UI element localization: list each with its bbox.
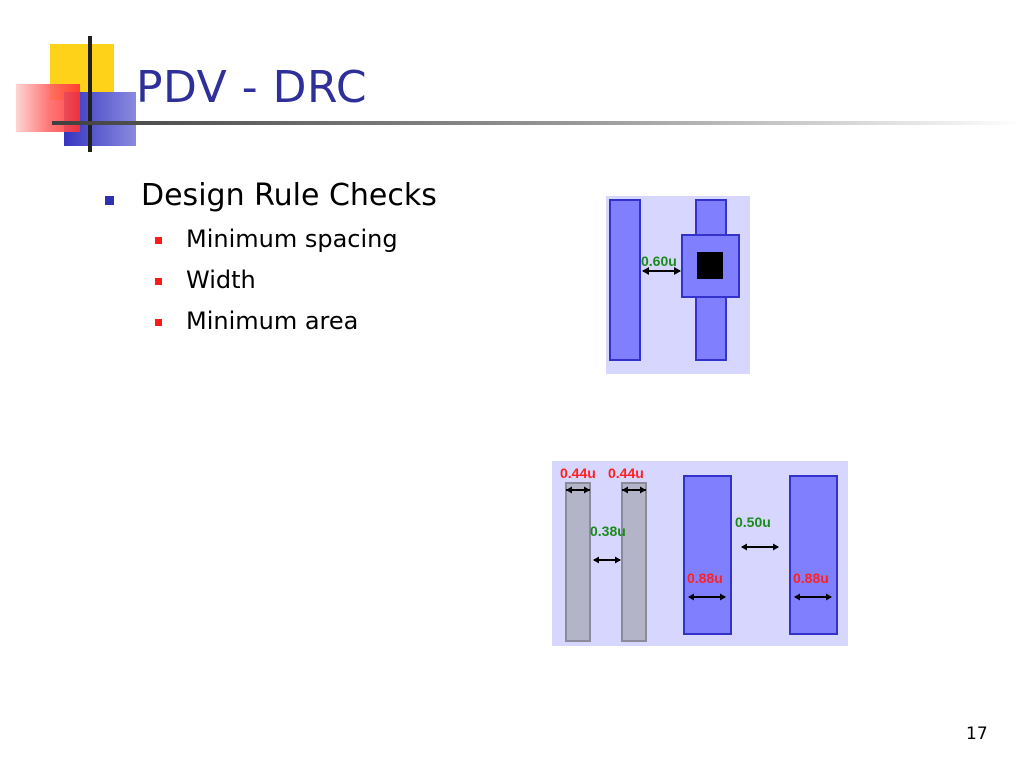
spacing-label: 0.60u <box>641 253 677 269</box>
width-diagram: 0.44u 0.44u 0.38u 0.50u 0.88u 0.88u <box>552 461 848 646</box>
bullet-text: Design Rule Checks <box>141 178 437 213</box>
gray-width-left-label: 0.44u <box>560 465 596 481</box>
vertical-rule <box>88 36 92 152</box>
gray-bar-left <box>565 482 591 642</box>
spacing-diagram: 0.60u <box>606 196 750 374</box>
square-bullet-icon <box>155 278 162 285</box>
arrow-head-right <box>674 267 681 275</box>
blue-width-left-label: 0.88u <box>687 570 723 586</box>
square-bullet-icon <box>105 196 114 205</box>
square-bullet-icon <box>155 237 162 244</box>
gray-spacing-label: 0.38u <box>590 523 626 539</box>
bullet-design-rule-checks: Design Rule Checks <box>100 178 437 213</box>
blue-bar-left <box>683 475 732 635</box>
metal-bar-left <box>609 199 641 361</box>
subbullet-minimum-area: Minimum area <box>152 307 358 335</box>
gray-width-right-label: 0.44u <box>608 465 644 481</box>
slide-title: PDV - DRC <box>136 62 368 113</box>
subbullet-text: Minimum area <box>186 307 359 335</box>
arrow-head-left <box>642 267 649 275</box>
blue-width-right-label: 0.88u <box>793 570 829 586</box>
blue-spacing-label: 0.50u <box>735 514 771 530</box>
subbullet-text: Width <box>186 266 256 294</box>
subbullet-minimum-spacing: Minimum spacing <box>152 225 398 253</box>
subbullet-width: Width <box>152 266 256 294</box>
gray-bar-right <box>621 482 647 642</box>
square-bullet-icon <box>155 319 162 326</box>
via-contact <box>697 252 723 279</box>
horizontal-rule <box>52 121 1024 125</box>
title-decoration <box>16 36 1024 152</box>
via-pad <box>681 234 740 298</box>
subbullet-text: Minimum spacing <box>186 225 398 253</box>
blue-bar-right <box>789 475 838 635</box>
page-number: 17 <box>966 724 988 744</box>
